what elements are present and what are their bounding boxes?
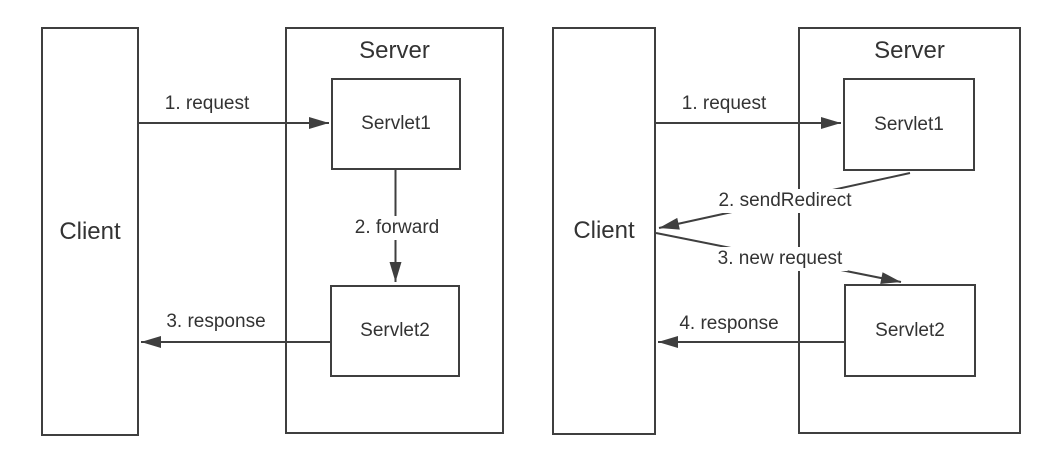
right-response-label: 4. response: [674, 312, 784, 336]
left-response-label: 3. response: [161, 310, 271, 334]
left-servlet1-box: Servlet1: [331, 78, 461, 170]
right-client-label: Client: [573, 217, 635, 244]
right-servlet2-label: Servlet2: [875, 319, 945, 341]
right-servlet1-box: Servlet1: [843, 78, 975, 171]
left-server-label: Server: [359, 37, 430, 64]
right-servlet2-box: Servlet2: [844, 284, 976, 377]
left-servlet1-label: Servlet1: [361, 113, 431, 134]
right-client-box: Client: [552, 27, 656, 435]
left-request-label: 1. request: [159, 92, 255, 116]
right-servlet1-label: Servlet1: [874, 113, 944, 135]
right-server-label: Server: [874, 37, 945, 64]
left-client-box: Client: [41, 27, 139, 436]
right-send-redirect-label: 2. sendRedirect: [713, 189, 857, 213]
right-new-request-label: 3. new request: [712, 247, 848, 271]
right-request-label: 1. request: [676, 92, 772, 116]
left-client-label: Client: [59, 217, 121, 245]
left-servlet2-label: Servlet2: [360, 320, 430, 341]
left-forward-label: 2. forward: [349, 216, 445, 240]
left-servlet2-box: Servlet2: [330, 285, 460, 377]
